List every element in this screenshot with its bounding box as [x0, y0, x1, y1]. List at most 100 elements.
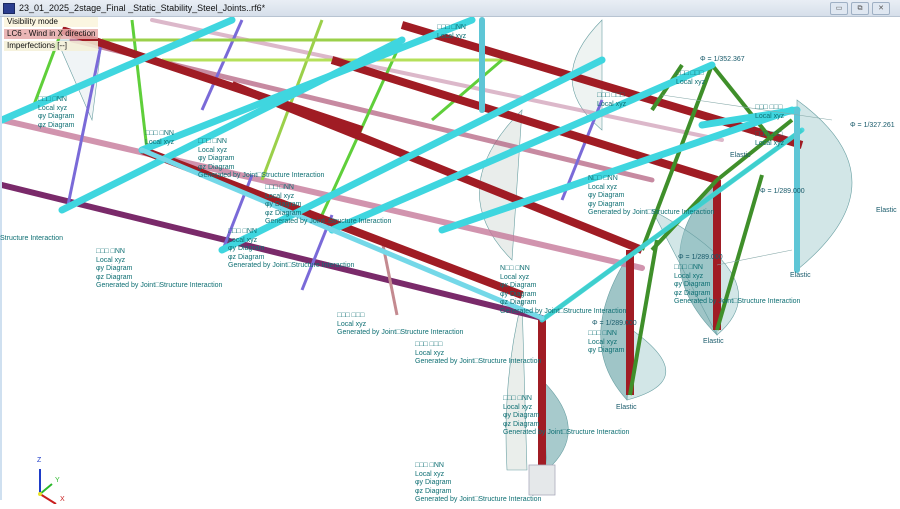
label-line: φy Diagram [588, 347, 625, 354]
info-panel: Visibility mode LC6 - Wind in X directio… [4, 17, 99, 53]
window-title: 23_01_2025_2stage_Final _Static_Stabilit… [19, 3, 266, 13]
label-line: □□□ □NN [588, 330, 617, 337]
column-base [528, 464, 556, 496]
label-line: N□□ □NN [588, 175, 618, 182]
cyan-chords [2, 17, 805, 323]
label-line: φz Diagram [38, 121, 75, 129]
label-line: □□□ □□□ [755, 131, 783, 138]
restore-button[interactable]: ⧉ [851, 2, 869, 15]
z-axis-label: Z [37, 457, 42, 464]
label-line: □□□ □NN [228, 228, 257, 235]
label-line: φz Diagram [228, 253, 265, 261]
joint-label: □□□ □□□Local xyz [755, 131, 784, 148]
elastic-label: Elastic [703, 338, 724, 345]
label-line: Local xyz [500, 273, 530, 281]
label-line: □□□ □□□ [676, 70, 704, 77]
app-icon [3, 2, 15, 14]
joint-label: □□□ □□□Local xyz [597, 92, 626, 109]
label-line: Local xyz [674, 272, 704, 280]
label-line: φy Diagram [588, 192, 625, 199]
close-button[interactable]: ✕ [872, 2, 890, 15]
label-line: Local xyz [588, 338, 618, 346]
label-line: φy Diagram [674, 281, 711, 288]
label-line: Local xyz [588, 183, 618, 191]
label-line: Local xyz [503, 403, 533, 411]
load-case: LC6 - Wind in X direction [4, 29, 99, 39]
label-line: N□□ □NN [500, 265, 530, 272]
elastic-label: Elastic [876, 207, 897, 214]
y-axis-icon [39, 483, 53, 495]
label-line: Local xyz [415, 470, 445, 478]
phi-label: Φ = 1/289.000 [760, 188, 805, 195]
label-line: Local xyz [597, 100, 627, 108]
title-bar: 23_01_2025_2stage_Final _Static_Stabilit… [0, 0, 900, 17]
label-line: φz Diagram [198, 163, 235, 171]
structure-model[interactable] [2, 17, 900, 500]
imperfections: Imperfections [--] [4, 41, 99, 51]
label-line: Generated by Joint□Structure Interaction [588, 209, 715, 216]
label-line: □□□ □NN [198, 138, 227, 145]
label-line: Generated by Joint□Structure Interaction [674, 298, 801, 305]
imperfection-diagrams [56, 19, 853, 471]
label-line: φz Diagram [500, 299, 537, 306]
label-line: Local xyz [198, 146, 228, 154]
label-line: □□□ □□□ [755, 104, 783, 111]
label-line: φy Diagram [228, 245, 265, 252]
label-line: Local xyz [337, 320, 367, 328]
label-line: □□□ □□□ [337, 312, 365, 319]
label-line: Local xyz [38, 104, 68, 112]
label-line: □□□ □NN [674, 264, 703, 271]
label-line: Local xyz [755, 112, 785, 120]
label-line: Local xyz [96, 256, 126, 264]
label-line: φz Diagram [265, 209, 302, 217]
label-line: □□□ □NN [38, 96, 67, 103]
elastic-label: Elastic [730, 152, 751, 159]
label-line: Local xyz [437, 32, 467, 40]
label-line: φz Diagram [503, 420, 540, 428]
label-line: Generated by Joint□Structure Interaction [198, 172, 325, 179]
label-line: Local xyz [265, 192, 295, 200]
label-line: φy Diagram [415, 479, 452, 486]
label-line: φz Diagram [96, 273, 133, 281]
label-line: Local xyz [755, 139, 785, 147]
label-line: φz Diagram [674, 289, 711, 297]
visibility-mode: Visibility mode [4, 17, 99, 27]
elastic-label: Elastic [790, 272, 811, 279]
phi-label: Φ = 1/289.000 [678, 254, 723, 261]
label-line: φy Diagram [265, 201, 302, 208]
label-line: □□□ □NN [145, 130, 174, 137]
minimize-button[interactable]: ▭ [830, 2, 848, 15]
label-line: Local xyz [145, 138, 175, 146]
label-line: Generated by Joint□Structure Interaction [415, 496, 542, 503]
label-line: Structure Interaction [0, 235, 64, 242]
phi-label: Φ = 1/289.000 [592, 320, 637, 327]
phi-label: Φ = 1/327.261 [850, 122, 895, 129]
label-line: Local xyz [228, 236, 258, 244]
phi-label: Φ = 1/352.367 [700, 56, 745, 63]
label-line: Local xyz [415, 349, 445, 357]
label-line: □□□ □NN [437, 24, 466, 31]
label-line: □□□ □□□ [597, 92, 625, 99]
label-line: □□□ □NN [265, 184, 294, 191]
label-line: Generated by Joint□Structure Interaction [265, 218, 392, 225]
axis-triad: Z Y X [30, 457, 80, 505]
label-line: φy Diagram [96, 265, 133, 272]
model-viewport[interactable]: Z Y X [0, 17, 900, 505]
label-line: φy Diagram [38, 113, 75, 120]
label-line: Generated by Joint□Structure Interaction [96, 282, 223, 289]
x-axis-icon [39, 493, 57, 505]
